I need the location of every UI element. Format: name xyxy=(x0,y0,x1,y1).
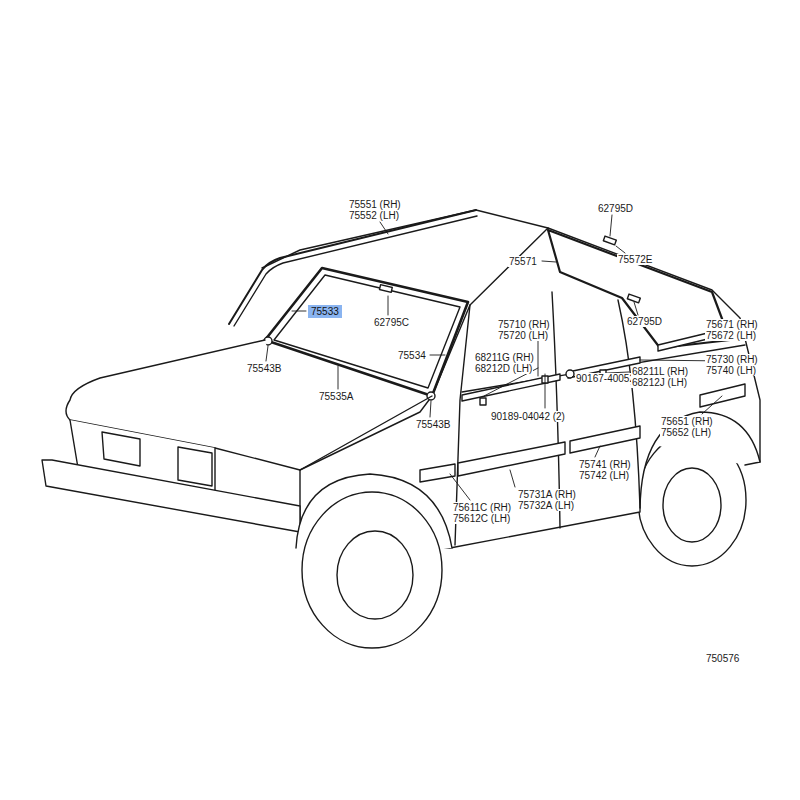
molding-clip xyxy=(627,294,640,303)
part-number: 90189-04042 (2) xyxy=(490,411,566,422)
side-molding xyxy=(570,426,640,453)
part-number: 75543B xyxy=(415,419,451,430)
part-number: 75651 (RH) xyxy=(660,416,714,427)
molding-clip xyxy=(603,236,616,245)
part-number: 75740 (LH) xyxy=(705,365,757,376)
leader-line xyxy=(610,215,612,236)
leader-line xyxy=(542,261,556,262)
leader-line xyxy=(292,311,306,312)
part-number: 75571 xyxy=(508,256,538,267)
part-number: 68211L (RH) xyxy=(631,366,689,377)
hood-edge xyxy=(300,396,432,470)
screw-symbol xyxy=(566,370,574,378)
part-number: 75572E xyxy=(617,254,653,265)
side-molding xyxy=(458,442,565,476)
leader-line xyxy=(450,474,470,500)
front-bumper xyxy=(42,460,300,532)
part-number: 75534 xyxy=(397,350,427,361)
leader-line xyxy=(616,246,625,253)
part-number: 75672 (LH) xyxy=(705,330,757,341)
part-number: 75731A (RH) xyxy=(517,489,577,500)
leader-line xyxy=(338,366,339,389)
front-tire xyxy=(302,492,442,648)
side-molding xyxy=(420,464,455,482)
part-number: 75652 (LH) xyxy=(660,427,712,438)
windshield-molding xyxy=(265,268,468,396)
leader-line xyxy=(380,222,388,234)
part-number: 75732A (LH) xyxy=(517,500,575,511)
windshield-glass xyxy=(274,275,460,388)
leader-line xyxy=(430,355,445,356)
rear-rim xyxy=(663,468,721,542)
leader-line xyxy=(571,376,573,378)
leader-lines xyxy=(266,215,727,500)
part-number: 75720 (LH) xyxy=(497,330,549,341)
leader-line xyxy=(430,401,431,417)
part-number: 75611C (RH) xyxy=(452,502,512,513)
leader-line xyxy=(538,336,539,376)
leader-line xyxy=(388,296,389,315)
roof-line xyxy=(262,210,548,268)
highlight-box: 75533 xyxy=(308,305,342,318)
part-number: 62795C xyxy=(373,317,410,328)
leader-line xyxy=(595,446,600,457)
back-window-molding xyxy=(548,230,730,348)
part-number: 75551 (RH) xyxy=(348,199,402,210)
part-number: 75741 (RH) xyxy=(578,459,632,470)
leader-line xyxy=(266,346,268,361)
part-number: 75742 (LH) xyxy=(578,470,630,481)
part-number: 750576 xyxy=(705,653,740,664)
leader-line xyxy=(702,396,722,414)
side-molding xyxy=(700,384,745,407)
part-number: 68212D (LH) xyxy=(474,363,533,374)
part-number: 62795D xyxy=(597,203,634,214)
part-number: 62795D xyxy=(626,316,663,327)
part-number: 75730 (RH) xyxy=(705,354,759,365)
leader-line xyxy=(510,470,515,487)
part-number: 68211G (RH) xyxy=(474,352,535,363)
leader-line xyxy=(634,302,638,315)
part-number: 75552 (LH) xyxy=(348,210,400,221)
clip-symbol xyxy=(480,398,486,405)
part-number: 68212J (LH) xyxy=(631,377,688,388)
part-number: 75543B xyxy=(246,363,282,374)
part-number: 75671 (RH) xyxy=(705,319,759,330)
part-number: 75710 (RH) xyxy=(497,319,551,330)
molding-clip xyxy=(379,285,392,293)
headlamp xyxy=(178,447,212,486)
part-number: 75533 xyxy=(311,306,339,317)
front-rim xyxy=(337,531,413,619)
part-number: 75535A xyxy=(318,391,354,402)
headlamp xyxy=(102,432,140,466)
leader-line xyxy=(545,374,546,408)
part-number: 75612C (LH) xyxy=(452,513,511,524)
